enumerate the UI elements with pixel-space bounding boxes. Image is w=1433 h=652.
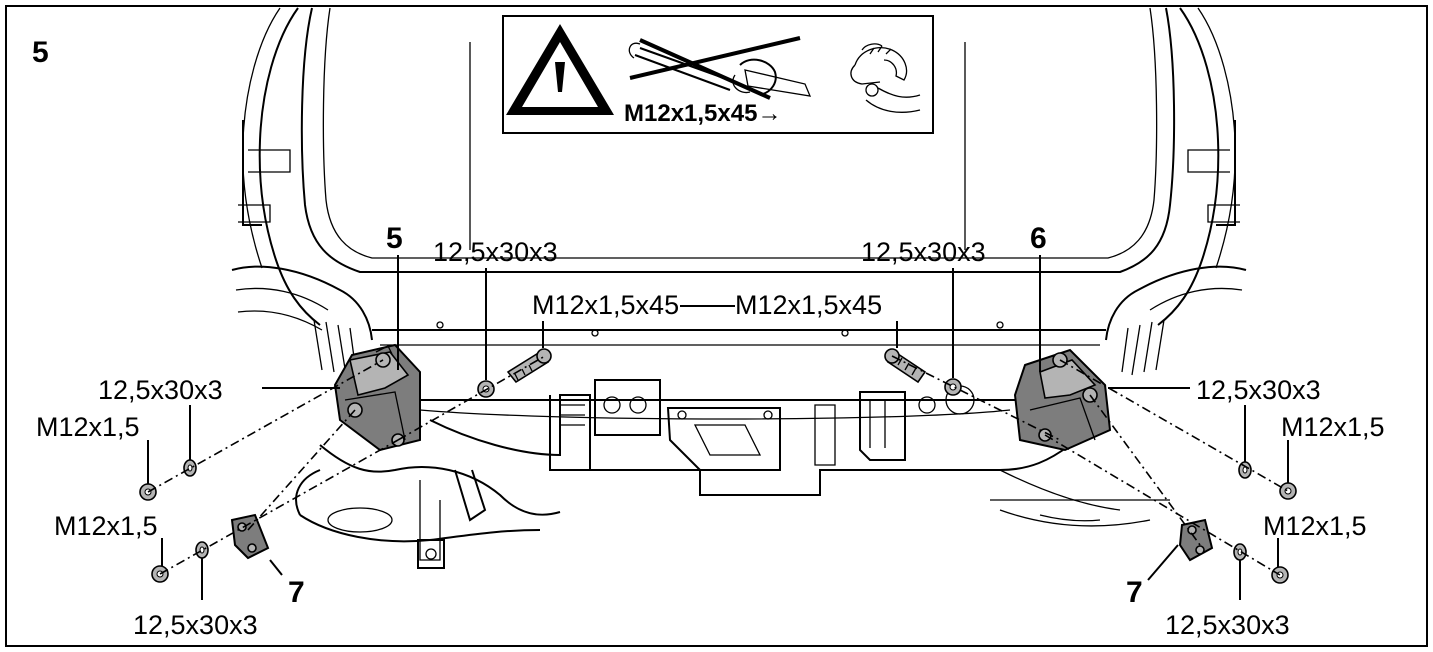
callout-nut-mid-left: M12x1,5 — [36, 412, 140, 442]
step-number: 5 — [32, 36, 49, 69]
callout-washer-bottom-left: 12,5x30x3 — [133, 610, 258, 640]
right-upper-washer — [1238, 461, 1252, 479]
callout-washer-bottom-right: 12,5x30x3 — [1165, 610, 1290, 640]
left-bracket-part — [333, 343, 421, 452]
warning-panel: M12x1,5x45→ — [502, 15, 934, 134]
hand-tighten-icon — [850, 43, 921, 113]
callout-nut-low-left: M12x1,5 — [54, 511, 158, 541]
callout-nut-mid-right: M12x1,5 — [1281, 412, 1385, 442]
right-upper-nut — [1279, 482, 1297, 500]
left-plate-part — [230, 513, 270, 560]
callout-washer-top-left: 12,5x30x3 — [433, 237, 558, 267]
assembly-axes — [147, 355, 1289, 576]
callout-bolt-right: M12x1,5x45 — [735, 290, 882, 320]
right-center-washer — [944, 378, 962, 396]
callout-nut-low-right: M12x1,5 — [1263, 511, 1367, 541]
leader-lines — [147, 255, 1289, 600]
vehicle-rear-drawing — [231, 7, 1247, 569]
fasteners — [139, 348, 1297, 584]
left-bolt — [506, 348, 552, 384]
impact-wrench-crossed-icon — [628, 36, 812, 100]
callout-bolt-left: M12x1,5x45 — [532, 290, 679, 320]
label-left-plate: 7 — [288, 576, 305, 609]
label-right-bracket: 6 — [1030, 222, 1047, 255]
left-upper-washer — [183, 459, 197, 477]
callout-washer-mid-left: 12,5x30x3 — [98, 375, 223, 405]
callout-washer-top-right: 12,5x30x3 — [861, 237, 986, 267]
label-left-bracket: 5 — [386, 222, 403, 255]
callout-washer-mid-right: 12,5x30x3 — [1196, 375, 1321, 405]
bolt-instruction-label: M12x1,5x45→ — [624, 100, 781, 127]
warning-triangle-icon — [506, 24, 614, 115]
left-lower-washer — [195, 541, 209, 559]
label-right-plate: 7 — [1126, 576, 1143, 609]
callout-labels: 5 6 7 7 12,5x30x3 12,5x30x3 M12x1,5x45 M… — [36, 222, 1385, 640]
right-lower-washer — [1233, 543, 1247, 561]
